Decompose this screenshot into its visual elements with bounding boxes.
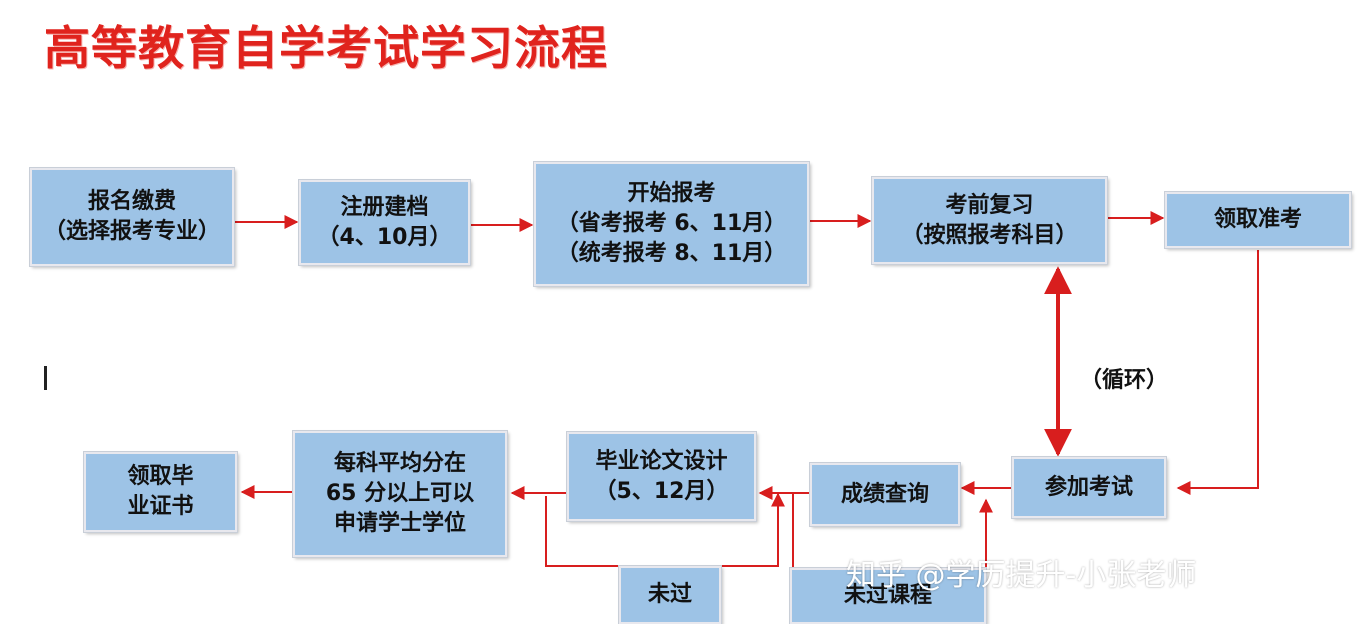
step-failed-line1: 未过: [647, 582, 692, 608]
step-apply-line3: （统考报考 8、11月）: [556, 240, 787, 266]
step-register-line1: 报名缴费: [87, 189, 176, 215]
step-degree-line1: 每科平均分在: [333, 451, 466, 477]
step-degree: 每科平均分在 65 分以上可以 申请学士学位: [293, 431, 507, 557]
step-review-line2: （按照报考科目）: [901, 222, 1078, 248]
arrow-ticket-to-exam: [1176, 250, 1259, 495]
step-failed: 未过: [619, 566, 721, 624]
step-enroll-line2: （4、10月）: [317, 224, 452, 250]
step-score-line1: 成绩查询: [840, 481, 929, 507]
step-exam: 参加考试: [1012, 457, 1166, 518]
loop-label: （循环）: [1080, 368, 1169, 393]
step-apply-line2: （省考报考 6、11月）: [556, 211, 787, 237]
step-score: 成绩查询: [810, 463, 960, 526]
step-register-line2: （选择报考专业）: [43, 219, 220, 244]
watermark: 知乎 @学历提升-小张老师: [846, 558, 1197, 593]
step-failed-course: 未过课程: [790, 568, 986, 624]
page-title: 高等教育自学考试学习流程: [44, 21, 608, 75]
step-register: 报名缴费 （选择报考专业）: [30, 168, 234, 266]
step-certificate: 领取毕 业证书: [84, 452, 237, 532]
step-apply: 开始报考 （省考报考 6、11月） （统考报考 8、11月）: [534, 162, 809, 286]
step-apply-line1: 开始报考: [627, 181, 716, 207]
step-thesis-line2: （5、12月）: [594, 478, 729, 504]
step-exam-line1: 参加考试: [1044, 474, 1133, 500]
step-certificate-line1: 领取毕: [127, 464, 194, 490]
step-review-line1: 考前复习: [945, 192, 1034, 218]
step-thesis: 毕业论文设计 （5、12月）: [567, 432, 756, 521]
step-review: 考前复习 （按照报考科目）: [872, 177, 1107, 264]
step-degree-line2: 65 分以上可以: [325, 481, 475, 507]
text-cursor: [44, 366, 47, 390]
step-degree-line3: 申请学士学位: [333, 510, 466, 536]
step-enroll: 注册建档 （4、10月）: [299, 180, 470, 265]
step-enroll-line1: 注册建档: [340, 194, 429, 220]
step-failed-course-line1: 未过课程: [843, 583, 932, 609]
step-ticket: 领取准考: [1165, 192, 1351, 248]
step-certificate-line2: 业证书: [127, 494, 194, 519]
step-thesis-line1: 毕业论文设计: [595, 448, 728, 474]
step-ticket-line1: 领取准考: [1213, 207, 1302, 233]
